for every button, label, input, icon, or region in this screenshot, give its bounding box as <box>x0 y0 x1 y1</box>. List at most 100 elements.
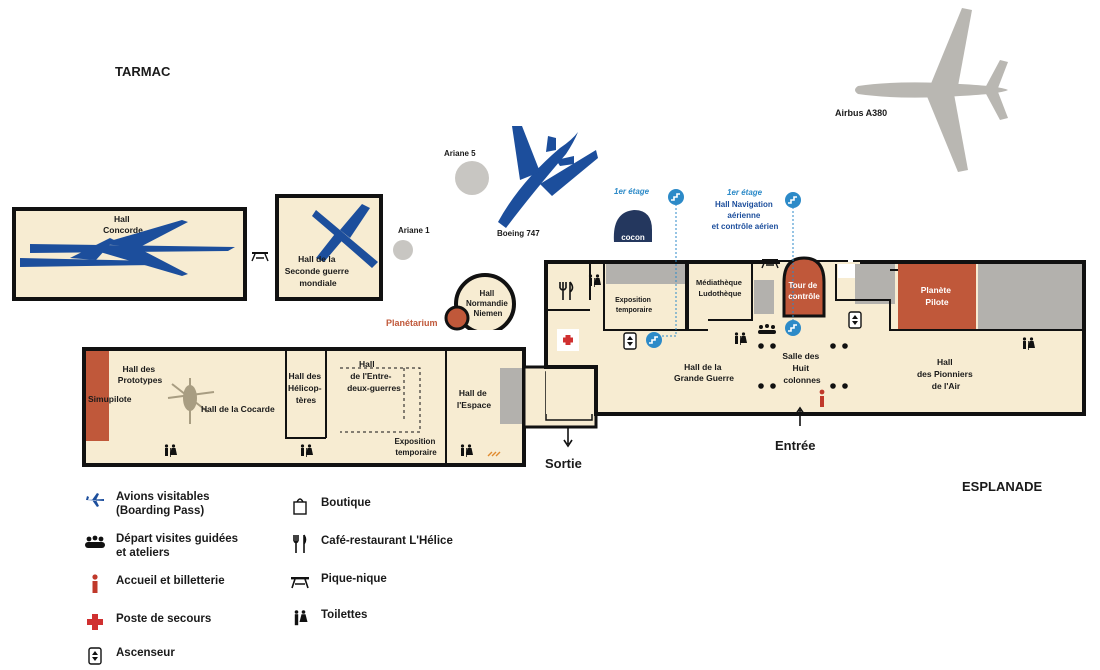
grey-room <box>606 264 686 284</box>
expo-top-label-2: temporaire <box>616 307 652 314</box>
legend-label: Pique-nique <box>321 573 387 585</box>
hall-concorde[interactable] <box>12 207 247 301</box>
legend-label: Accueil et billetterie <box>116 575 225 587</box>
entrance-label[interactable]: Entrée <box>775 438 815 453</box>
first-aid-icon <box>84 612 106 632</box>
exit-label[interactable]: Sortie <box>545 456 582 471</box>
entrance-arrow-icon <box>795 406 805 426</box>
grande-guerre-label-2: Grande Guerre <box>674 373 734 383</box>
legend-item: Ascenseur <box>84 646 175 666</box>
navigation-label-2: aérienne <box>727 211 760 220</box>
pionniers-label-1: Hall <box>937 357 953 367</box>
svg-text:Médiathèque Ludothèque: Médiathèque Ludothèque <box>696 278 744 298</box>
planetarium-label: Planétarium <box>386 318 438 328</box>
first-floor-note-b: 1er étage <box>727 188 763 197</box>
svg-text:Hall des Pionniers de: Hall des Pionniers de l'Air <box>917 357 975 391</box>
cocon-logo[interactable]: cocon <box>613 210 652 242</box>
svg-text:Salle des Huit colonne: Salle des Huit colonnes <box>782 351 821 385</box>
svg-text:Tour de contrôle: Tour de contrôle <box>788 281 820 301</box>
cutlery-icon <box>289 534 311 554</box>
planete-pilote-label-2: Pilote <box>925 297 948 307</box>
legend-item: Café-restaurant L'Hélice <box>289 534 453 554</box>
group-icon <box>758 324 776 334</box>
elevator-icon[interactable] <box>848 311 862 329</box>
info-icon <box>84 574 106 594</box>
svg-text:Hall Concorde: Hall Concorde <box>103 214 143 235</box>
legend-label: Café-restaurant L'Hélice <box>321 535 453 547</box>
legend-item: Avions visitables (Boarding Pass) <box>84 490 210 518</box>
legend-item: Pique-nique <box>289 572 387 592</box>
elevator-icon[interactable] <box>623 332 637 350</box>
hall-concorde-label-2: Concorde <box>103 225 143 235</box>
hall-ww2-label-3: mondiale <box>299 278 337 288</box>
stairs-icon <box>487 451 501 457</box>
helicopter-icon <box>167 378 215 424</box>
escalator-icon[interactable] <box>784 191 802 209</box>
airbus-label: Airbus A380 <box>835 108 887 118</box>
planete-pilote-room[interactable] <box>898 264 976 330</box>
hall-normandie-label-1: Hall <box>480 289 495 298</box>
toilets-icon <box>289 608 311 628</box>
cutlery-icon[interactable] <box>559 281 574 300</box>
espace-grey-room <box>500 368 522 424</box>
hall-edg-label-3: deux-guerres <box>347 383 401 393</box>
hall-helico-label-1: Hall des <box>289 371 322 381</box>
shopping-bag-icon <box>289 496 311 516</box>
ww2-plane-icon[interactable] <box>312 204 378 268</box>
navigation-label-3: et contrôle aérien <box>712 222 779 231</box>
svg-text:Hall Normandie Niemen: Hall Normandie Niemen <box>466 289 510 318</box>
svg-text:Exposition temporaire: Exposition temporaire <box>394 437 437 457</box>
cocon-label: cocon <box>621 233 645 242</box>
simupilote-label: Simupilote <box>88 394 132 404</box>
hall-cocarde-label: Hall de la Cocarde <box>201 404 275 414</box>
boeing-747-icon[interactable] <box>498 126 598 228</box>
ariane-1-label: Ariane 1 <box>398 226 430 235</box>
picnic-table-icon <box>251 251 269 262</box>
info-icon[interactable] <box>819 389 825 407</box>
boeing-label: Boeing 747 <box>497 229 540 238</box>
expo-left-label-2: temporaire <box>395 448 437 457</box>
first-floor-note-a: 1er étage <box>614 187 650 196</box>
grande-guerre-label-1: Hall de la <box>684 362 722 372</box>
escalator-icon[interactable] <box>667 188 685 206</box>
svg-text:Hall des Hélicop- tère: Hall des Hélicop- tères <box>288 371 324 405</box>
ariane-1-marker[interactable] <box>393 240 413 260</box>
tarmac-label: TARMAC <box>115 64 171 79</box>
elevator-icon <box>84 646 106 666</box>
legend-label: Avions visitables (Boarding Pass) <box>116 491 210 517</box>
first-aid-icon[interactable] <box>557 329 579 351</box>
legend-item: Accueil et billetterie <box>84 574 225 594</box>
hall-ww2-label-1: Hall de la <box>298 254 336 264</box>
concorde-plane-icon[interactable] <box>20 220 235 276</box>
hall-prototypes-label-1: Hall des <box>123 364 156 374</box>
planetarium-dome[interactable] <box>444 305 470 331</box>
plane-icon <box>84 490 106 510</box>
hall-normandie-label-2: Normandie <box>466 299 508 308</box>
svg-text:Hall de l'Espace: Hall de l'Espace <box>457 388 491 410</box>
legend-label: Boutique <box>321 497 371 509</box>
svg-text:Exposition temporaire: Exposition temporaire <box>615 297 653 314</box>
huit-colonnes-label-1: Salle des <box>782 351 819 361</box>
escalator-icon[interactable] <box>645 331 663 349</box>
tour-label-1: Tour de <box>789 281 818 290</box>
legend-item: Toilettes <box>289 608 367 628</box>
hall-ww2-label-2: Seconde guerre <box>285 266 350 276</box>
hall-concorde-label-1: Hall <box>114 214 130 224</box>
svg-text:Hall de l'Entre- deux-: Hall de l'Entre- deux-guerres <box>347 359 401 393</box>
grey-room <box>855 264 895 304</box>
hall-helico-label-2: Hélicop- <box>288 383 322 393</box>
control-tower[interactable] <box>782 256 826 318</box>
airbus-a380-icon[interactable] <box>855 8 1008 172</box>
legend-label: Départ visites guidées et ateliers <box>116 533 239 559</box>
svg-text:Hall Navigation aérienne: Hall Navigation aérienne et contrôle aér… <box>712 200 779 231</box>
svg-text:Hall de la Seconde guerre: Hall de la Seconde guerre mondiale <box>285 254 352 288</box>
ariane-5-marker[interactable] <box>455 161 489 195</box>
simupilote-room[interactable] <box>86 351 109 441</box>
mediatheque-label-1: Médiathèque <box>696 278 742 287</box>
hall-helico-label-3: tères <box>296 395 317 405</box>
legend-item: Boutique <box>289 496 371 516</box>
escalator-icon[interactable] <box>784 319 802 337</box>
legend-item: Départ visites guidées et ateliers <box>84 532 238 560</box>
grey-room <box>978 264 1082 330</box>
